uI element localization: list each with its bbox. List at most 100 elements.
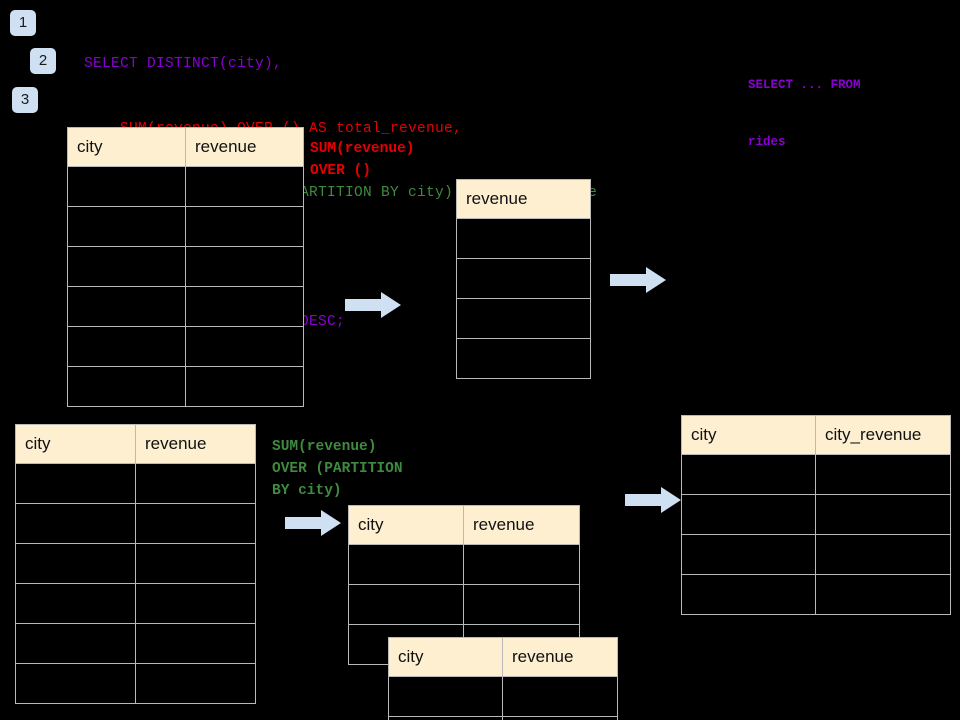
arrow-right-icon (625, 487, 681, 513)
table-row (67, 246, 304, 287)
cell-revenue (502, 716, 618, 720)
column-header-revenue: revenue (502, 637, 618, 677)
step-badge-1: 1 (10, 10, 36, 36)
table-header-row: city revenue (348, 505, 580, 545)
table-row (348, 584, 580, 625)
column-header-city: city (348, 505, 464, 545)
cell-revenue (185, 366, 304, 407)
column-header-revenue: revenue (463, 505, 580, 545)
table-row (67, 366, 304, 407)
column-header-revenue: revenue (456, 179, 591, 219)
arrow-right-icon (610, 267, 666, 293)
sql-side-note: SELECT ... FROM rides (748, 38, 861, 190)
annotation-partition-window: SUM(revenue) OVER (PARTITION BY city) (272, 439, 403, 499)
table-body (388, 676, 618, 720)
cell-city (67, 366, 186, 407)
arrow-total-to-result (610, 265, 666, 295)
table-row (15, 623, 256, 664)
cell-revenue (185, 246, 304, 287)
table-body (67, 166, 304, 407)
table-row (456, 338, 591, 379)
arrow-right-icon (345, 292, 401, 318)
table-row (67, 286, 304, 327)
cell-revenue (502, 676, 618, 717)
cell-city (388, 716, 503, 720)
table-body (456, 218, 591, 379)
table-row (388, 716, 618, 720)
cell-revenue (185, 166, 304, 207)
table-source-top: city revenue (67, 127, 304, 407)
table-row (15, 463, 256, 504)
cell-city (681, 534, 816, 575)
table-body (15, 463, 256, 704)
table-row (681, 494, 951, 535)
cell-city-revenue (815, 534, 951, 575)
table-row (67, 206, 304, 247)
table-total-revenue: revenue (456, 179, 591, 379)
cell-city (67, 246, 186, 287)
cell-revenue (135, 623, 256, 664)
table-row (681, 454, 951, 495)
arrow-partition-to-result (625, 485, 681, 515)
cell-city-revenue (815, 454, 951, 495)
column-header-revenue: revenue (185, 127, 304, 167)
table-body (681, 454, 951, 615)
cell-city (67, 286, 186, 327)
table-row (681, 574, 951, 615)
cell-revenue (456, 258, 591, 299)
cell-city (681, 454, 816, 495)
cell-city (388, 676, 503, 717)
table-row (15, 583, 256, 624)
cell-revenue (185, 326, 304, 367)
cell-city (67, 206, 186, 247)
cell-city (681, 494, 816, 535)
table-partition-back: city revenue (348, 505, 580, 665)
arrow-source-to-partition (285, 508, 341, 538)
cell-revenue (185, 286, 304, 327)
table-row (456, 218, 591, 259)
column-header-revenue: revenue (135, 424, 256, 464)
table-row (456, 258, 591, 299)
table-row (15, 663, 256, 704)
cell-city (348, 544, 464, 585)
table-header-row: city city_revenue (681, 415, 951, 455)
cell-city (67, 326, 186, 367)
cell-city (348, 584, 464, 625)
step-badge-2: 2 (30, 48, 56, 74)
cell-revenue (135, 543, 256, 584)
cell-revenue (135, 463, 256, 504)
cell-city (67, 166, 186, 207)
column-header-city: city (388, 637, 503, 677)
table-header-row: city revenue (15, 424, 256, 464)
cell-revenue (135, 663, 256, 704)
cell-city (15, 663, 136, 704)
table-row (67, 166, 304, 207)
column-header-city-revenue: city_revenue (815, 415, 951, 455)
step-badge-3: 3 (12, 87, 38, 113)
table-header-row: revenue (456, 179, 591, 219)
table-row (15, 543, 256, 584)
table-row (348, 544, 580, 585)
cell-revenue (463, 544, 580, 585)
column-header-city: city (15, 424, 136, 464)
cell-revenue (463, 584, 580, 625)
cell-city (15, 503, 136, 544)
cell-city-revenue (815, 494, 951, 535)
table-header-row: city revenue (388, 637, 618, 677)
table-row (681, 534, 951, 575)
sql-side-note-line-1: SELECT ... FROM (748, 78, 861, 92)
sql-side-note-line-2: rides (748, 135, 786, 149)
table-result: city city_revenue (681, 415, 951, 615)
arrow-right-icon (285, 510, 341, 536)
table-source-bottom: city revenue (15, 424, 256, 704)
cell-revenue (135, 583, 256, 624)
cell-revenue (185, 206, 304, 247)
cell-city (15, 583, 136, 624)
column-header-city: city (681, 415, 816, 455)
table-partition-front: city revenue (388, 637, 618, 720)
cell-city (15, 463, 136, 504)
table-row (15, 503, 256, 544)
table-row (67, 326, 304, 367)
table-row (388, 676, 618, 717)
